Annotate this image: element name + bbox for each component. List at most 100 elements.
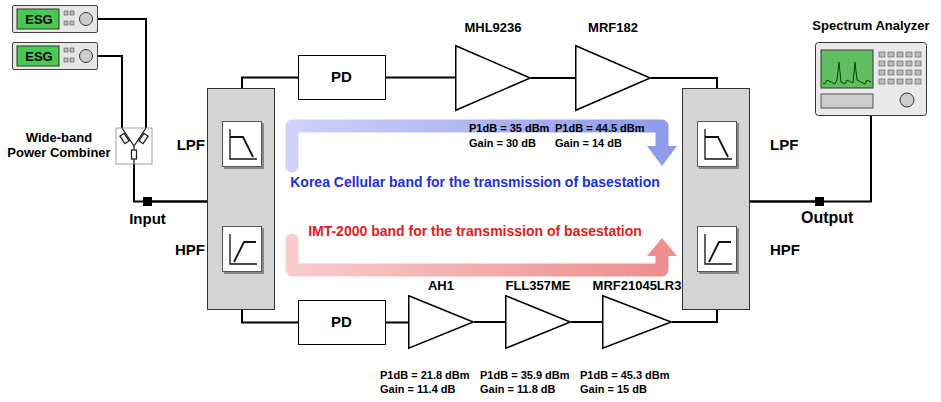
filter-icon (705, 129, 732, 159)
button (915, 70, 921, 75)
button (897, 52, 903, 57)
node-label: FLL357ME (505, 279, 570, 294)
amplifier: AH1P1dB = 21.8 dBmGain = 11.4 dB (408, 295, 474, 349)
node-label: P1dB = 45.3 dBm (580, 369, 670, 382)
high-pass-filter: HPF (697, 226, 737, 272)
filter-icon (230, 234, 257, 264)
diplexer-block: LPF HPF (682, 88, 750, 310)
node-label: Gain = 11.4 dB (380, 383, 456, 396)
node-label: P1dB = 21.8 dBm (380, 369, 470, 382)
signal-generator-outline (12, 5, 98, 33)
button (70, 11, 74, 15)
button (915, 52, 921, 57)
button (906, 70, 912, 75)
arrow-head (647, 238, 677, 256)
node-label: MRF21045LR3 (593, 279, 682, 294)
node-label: Gain = 14 dB (555, 137, 622, 150)
node-label: Output (801, 209, 853, 227)
amplifier-outline (455, 45, 531, 111)
node-label: PD (331, 313, 352, 330)
button (888, 79, 894, 84)
button (879, 70, 885, 75)
amplifier-triangle (409, 296, 474, 349)
signal-generator-outline (12, 42, 98, 70)
node-label: ESG (25, 50, 52, 65)
button (879, 79, 885, 84)
amplifier-outline (505, 295, 571, 349)
power-combiner: Wide-band Power Combiner (116, 128, 152, 164)
button (906, 61, 912, 66)
arrow-head (647, 146, 677, 166)
button (906, 79, 912, 84)
node-label: LPF (177, 136, 205, 153)
signal-wire (474, 321, 505, 323)
node-label: HPF (770, 241, 800, 258)
high-pass-filter-outline (697, 226, 737, 272)
node-label: Gain = 30 dB (469, 137, 536, 150)
button (879, 61, 885, 66)
amplifier-triangle (506, 296, 571, 349)
filter-icon (230, 129, 257, 159)
button (64, 48, 68, 52)
screen (17, 46, 59, 66)
predistorter-box: PD (298, 55, 386, 100)
button (64, 21, 68, 25)
trace (823, 62, 871, 84)
spectrum-analyzer: Spectrum Analyzer (815, 42, 927, 116)
output-port-outline (815, 197, 824, 206)
button (879, 52, 885, 57)
button (897, 61, 903, 66)
signal-wire (134, 164, 143, 202)
signal-wire (824, 116, 871, 202)
spectrum-analyzer-outline (815, 42, 927, 116)
analyzer-body (816, 43, 927, 116)
output-port: Output (815, 197, 824, 206)
button (64, 58, 68, 62)
signal-wire (386, 322, 408, 324)
signal-generator: ESG (12, 5, 98, 33)
amplifier: MHL9236P1dB = 35 dBmGain = 30 dB (455, 45, 531, 111)
panel (821, 94, 873, 108)
button (888, 52, 894, 57)
band-label: Korea Cellular band for the transmission… (290, 174, 660, 190)
amplifier-outline (408, 295, 474, 349)
diplexer-block: LPFHPF (207, 88, 275, 310)
node-label: ESG (25, 13, 52, 28)
button (897, 70, 903, 75)
screen (821, 50, 873, 88)
node-label: PD (331, 68, 352, 85)
knob (900, 93, 914, 107)
node-label: P1dB = 44.5 dBm (555, 122, 645, 135)
button (64, 11, 68, 15)
signal-wire (531, 77, 575, 79)
screen (17, 9, 59, 29)
signal-wire (98, 56, 122, 128)
node-label: Input (129, 210, 166, 227)
low-pass-filter: LPF (697, 121, 737, 167)
amplifier-triangle (576, 46, 651, 111)
signal-wire (386, 77, 455, 79)
filter-icon (705, 234, 732, 264)
node-label: P1dB = 35.9 dBm (480, 369, 570, 382)
low-pass-filter-outline (222, 121, 262, 167)
amplifier-outline (575, 45, 651, 111)
button (70, 58, 74, 62)
amplifier: MRF21045LR3P1dB = 45.3 dBmGain = 15 dB (602, 295, 672, 349)
node-label: Spectrum Analyzer (812, 19, 929, 34)
node-label: P1dB = 35 dBm (469, 122, 549, 135)
button (915, 61, 921, 66)
knob (79, 49, 92, 62)
combiner-symbol (116, 128, 152, 164)
node-label: HPF (175, 241, 205, 258)
low-pass-filter: LPF (222, 121, 262, 167)
button (915, 79, 921, 84)
button (70, 21, 74, 25)
node-label: Gain = 11.8 dB (480, 383, 556, 396)
node-label: LPF (770, 136, 798, 153)
button (906, 52, 912, 57)
node-label: Wide-band Power Combiner (6, 131, 112, 161)
high-pass-filter-outline (222, 226, 262, 272)
power-combiner-outline (116, 128, 152, 164)
node-label: MHL9236 (464, 21, 521, 36)
amplifier-triangle (603, 296, 672, 349)
